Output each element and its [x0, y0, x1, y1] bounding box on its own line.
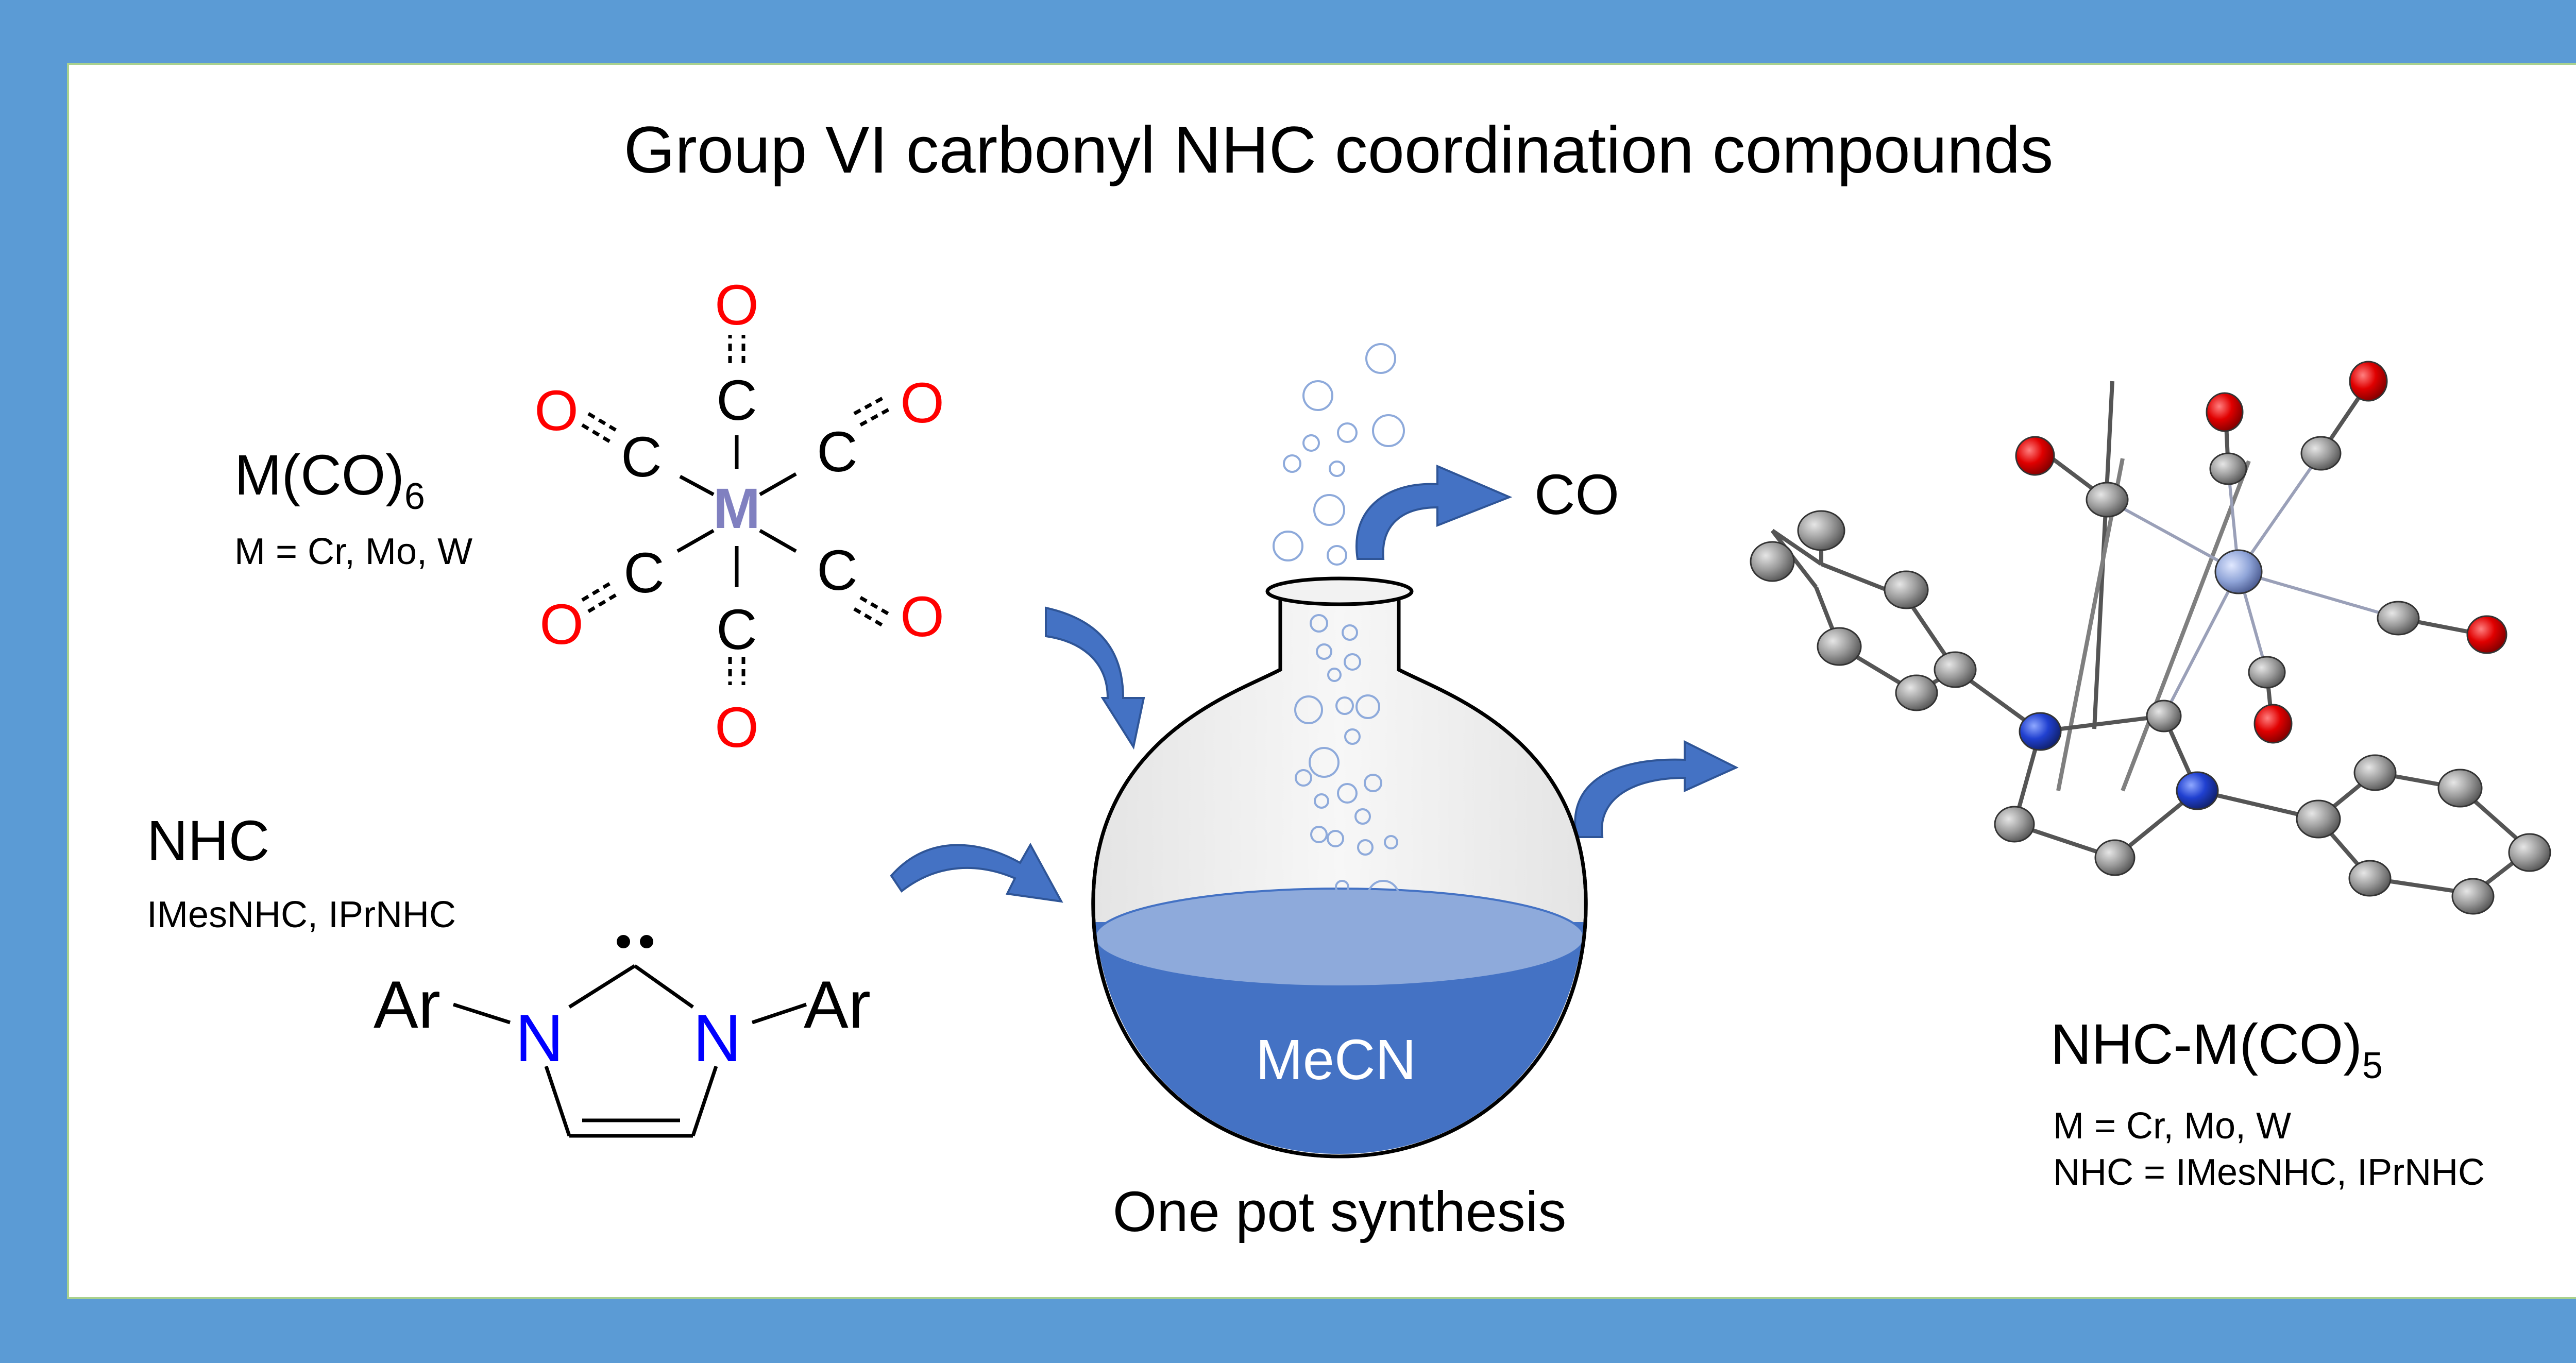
aryl-substituent-left: Ar — [374, 967, 440, 1042]
solvent-label: MeCN — [1256, 1028, 1416, 1092]
round-bottom-flask: MeCN — [1091, 576, 1588, 1158]
oxygen-atom — [2015, 436, 2055, 476]
figure-title: Group VI carbonyl NHC coordination compo… — [624, 113, 2054, 187]
mco6-formula: M(CO) — [234, 444, 404, 507]
lone-pair-dot-left — [617, 935, 630, 948]
oxygen-atom — [2253, 704, 2293, 744]
mco6-label: M(CO)6 M = Cr, Mo, W — [234, 444, 472, 572]
carbon-atom — [2353, 754, 2397, 791]
flask-neck-rim — [1265, 576, 1414, 606]
carbon-atom — [1750, 541, 1795, 582]
oxygen-atom — [2349, 361, 2388, 402]
carbon-atom — [1934, 651, 1977, 688]
co-oxygen-bottom: O — [715, 696, 759, 759]
carbon-atom — [1884, 570, 1929, 609]
atom-ellipsoids — [1750, 361, 2551, 915]
nitrogen-atom — [2019, 712, 2062, 751]
aryl-substituent-right: Ar — [804, 967, 871, 1042]
carbon-atom — [2209, 452, 2247, 485]
product-label: NHC-M(CO)5 — [2050, 1013, 2383, 1086]
carbon-atom — [2377, 601, 2420, 636]
co-carbon-upper-right: C — [817, 420, 857, 484]
co-carbon-lower-right: C — [817, 539, 857, 602]
carbon-atom — [2248, 656, 2286, 689]
carbon-atom — [1994, 806, 2035, 843]
mco6-metal-scope: M = Cr, Mo, W — [234, 531, 472, 572]
nitrogen-right: N — [693, 1000, 741, 1076]
synthesis-caption: One pot synthesis — [1113, 1180, 1566, 1243]
co-oxygen-upper-right: O — [900, 371, 944, 435]
reaction-arrows — [890, 464, 1739, 903]
co-oxygen-lower-right: O — [900, 585, 944, 649]
carbon-atom — [1895, 674, 1938, 711]
oxygen-atom — [2466, 615, 2507, 654]
solvent-surface — [1094, 888, 1585, 987]
carbon-atom — [1797, 510, 1845, 551]
carbon-atom — [2094, 839, 2136, 876]
product-crystal-structure — [1750, 361, 2551, 915]
carbon-atom — [2437, 769, 2483, 808]
product-metal-scope: M = Cr, Mo, W — [2053, 1105, 2291, 1147]
nitrogen-atom — [2176, 771, 2219, 810]
arrow-co-release — [1355, 464, 1513, 560]
carbon-atom — [2300, 436, 2342, 471]
arrow-nhc-to-flask — [890, 842, 1063, 903]
nitrogen-left: N — [515, 1000, 564, 1076]
arrow-flask-to-product — [1574, 740, 1739, 838]
carbon-atom — [2508, 833, 2551, 872]
ligand-bonds — [1770, 380, 2531, 896]
metal-atom — [2214, 549, 2263, 594]
carbene-carbon-atom — [2146, 700, 2182, 732]
carbon-atom — [2296, 799, 2341, 839]
carbon-atom — [2348, 860, 2392, 897]
mco6-atoms: M C O C O C O C O C O C O — [534, 274, 944, 759]
co-carbon-top: C — [716, 369, 757, 432]
product-nhc-scope: NHC = IMesNHC, IPrNHC — [2053, 1152, 2485, 1193]
co-carbon-lower-left: C — [623, 541, 664, 605]
mco6-subscript: 6 — [404, 476, 425, 517]
co-oxygen-top: O — [715, 274, 759, 337]
co-oxygen-upper-left: O — [534, 379, 579, 442]
oxygen-atom — [2206, 392, 2244, 432]
released-co-label: CO — [1534, 463, 1619, 526]
nhc-structure — [452, 964, 807, 1138]
carbon-atom — [2086, 482, 2129, 518]
arrow-mco6-to-flask — [1045, 606, 1145, 750]
mco6-structure — [581, 335, 890, 685]
carbon-atom — [1817, 627, 1862, 666]
nhc-atoms: Ar N N Ar — [374, 967, 871, 1076]
carbon-atom — [2451, 878, 2495, 915]
mco6-metal-atom: M — [713, 477, 760, 540]
co-bubbles — [1273, 343, 1405, 922]
co-carbon-bottom: C — [716, 598, 757, 661]
product-formula: NHC-M(CO) — [2050, 1013, 2362, 1076]
lone-pair-dot-right — [640, 935, 653, 948]
nhc-label: NHC — [147, 809, 269, 873]
svg-text:M(CO)6: M(CO)6 — [234, 444, 425, 517]
co-carbon-upper-left: C — [621, 425, 662, 489]
nhc-scope: IMesNHC, IPrNHC — [147, 894, 456, 935]
product-subscript: 5 — [2362, 1045, 2383, 1086]
co-oxygen-lower-left: O — [539, 593, 584, 656]
